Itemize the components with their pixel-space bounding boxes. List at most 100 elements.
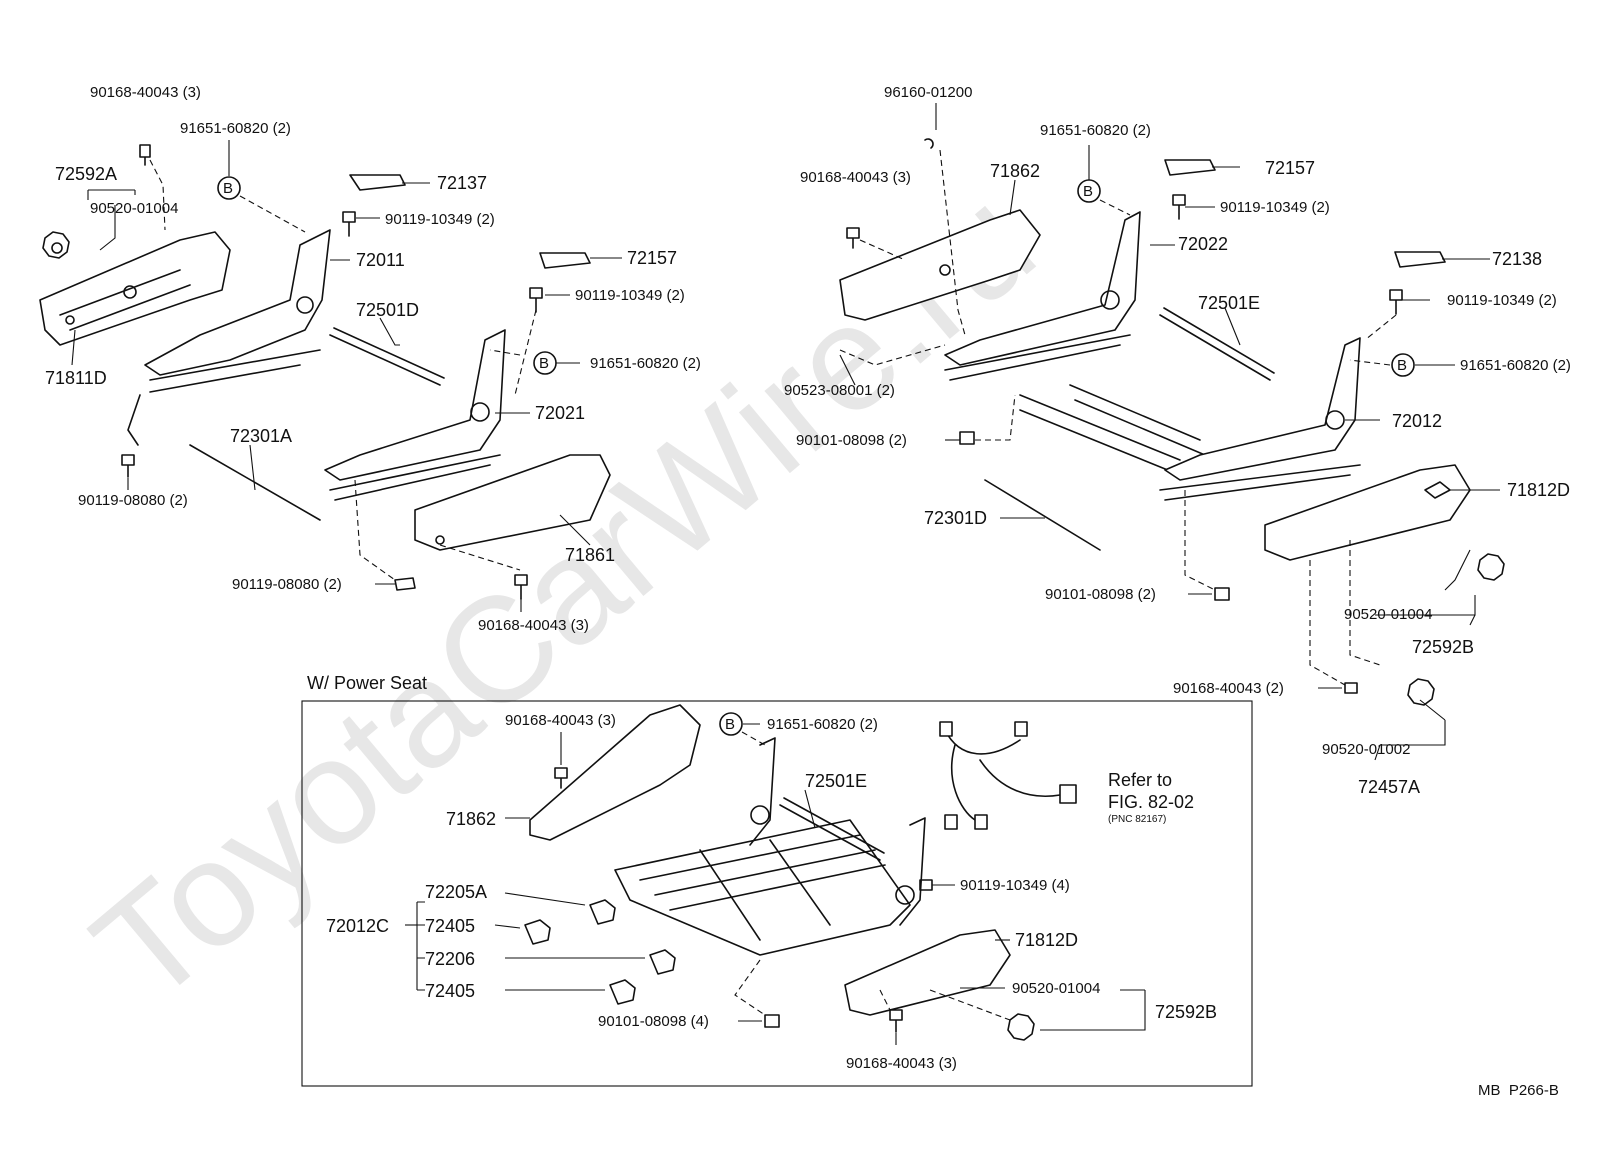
gearbox-72405-b [609, 979, 636, 1005]
cover-71862 [839, 209, 1041, 321]
clip-72137 [349, 174, 406, 191]
label-90168-40043-bottom: 90168-40043 (3) [478, 617, 589, 634]
label-72157-right: 72157 [1265, 158, 1315, 178]
clip-72138 [1394, 251, 1446, 268]
cover-71862-inset [529, 704, 701, 841]
bolt-90119-inset [919, 879, 933, 891]
label-71862-right: 71862 [990, 161, 1040, 181]
bolt-90119-a [342, 211, 356, 237]
mark-b-1-text: B [223, 180, 233, 197]
label-72137: 72137 [437, 173, 487, 193]
label-90168-40043-top: 90168-40043 (3) [90, 84, 201, 101]
label-72206: 72206 [425, 949, 475, 969]
mark-b-2-text: B [539, 355, 549, 372]
label-91651-60820-right2: 91651-60820 (2) [1460, 357, 1571, 374]
label-72405-b: 72405 [425, 981, 475, 1001]
rod-72501e-inset [779, 797, 885, 861]
clip-72157-right [1164, 159, 1216, 176]
label-72592b-inset: 72592B [1155, 1002, 1217, 1022]
label-72501d: 72501D [356, 300, 419, 320]
cable-72301a [189, 444, 321, 521]
cover-71812d-right [1264, 464, 1471, 561]
cover-71812d-inset [844, 929, 1011, 1016]
label-90101-08098-a: 90101-08098 (2) [796, 432, 907, 449]
label-90168-40043-inset-top: 90168-40043 (3) [505, 712, 616, 729]
label-72301d: 72301D [924, 508, 987, 528]
mark-b-3-text: B [1083, 183, 1093, 200]
cover-71811d [39, 231, 231, 346]
label-71862-inset: 71862 [446, 809, 496, 829]
label-72205a: 72205A [425, 882, 487, 902]
right-seat-adjuster-group: 96160-01200 91651-60820 (2) 72157 90168-… [784, 84, 1571, 797]
bolt-90168-right [846, 227, 860, 249]
adjuster-72012 [1159, 337, 1361, 501]
label-72021: 72021 [535, 403, 585, 423]
label-72592a: 72592A [55, 164, 117, 184]
motor-72205a [589, 899, 616, 925]
rod-72501e [1159, 307, 1275, 381]
bolt-90168-bottom [514, 574, 528, 600]
label-90520-01004-left: 90520-01004 [90, 200, 178, 217]
gearbox-72405-a [524, 919, 551, 945]
label-90101-08098-b: 90101-08098 (2) [1045, 586, 1156, 603]
mark-b-1 [217, 176, 241, 200]
mark-b-4 [1391, 353, 1415, 377]
knob-72592b-right [1477, 553, 1505, 581]
knob-72592b-inset [1007, 1013, 1035, 1041]
bolt-90119-08080-a [121, 454, 135, 478]
bolt-90119-c [1172, 194, 1186, 220]
label-72405-a: 72405 [425, 916, 475, 936]
rod-72501d [329, 327, 445, 386]
label-71811d: 71811D [45, 368, 107, 388]
motor-72206 [649, 949, 676, 975]
bolt-90101-a [959, 431, 975, 445]
label-90168-40043-inset-bottom: 90168-40043 (3) [846, 1055, 957, 1072]
mark-b-5-text: B [725, 716, 735, 733]
label-71812d-inset: 71812D [1015, 930, 1078, 950]
label-90119-08080-a: 90119-08080 (2) [78, 492, 188, 509]
bolt-90101-inset [764, 1014, 780, 1028]
label-90119-10349-d: 90119-10349 (2) [1447, 292, 1557, 309]
bolt-90119-b [529, 287, 543, 313]
label-90119-10349-a: 90119-10349 (2) [385, 211, 495, 228]
bolt-90168-40043-2 [1344, 682, 1358, 694]
label-72592b-right: 72592B [1412, 637, 1474, 657]
adjuster-72021 [324, 329, 506, 501]
adjuster-72011 [127, 229, 331, 446]
knob-72592a [42, 231, 70, 259]
label-72138: 72138 [1492, 249, 1542, 269]
label-90520-01002: 90520-01002 [1322, 741, 1410, 758]
label-72012: 72012 [1392, 411, 1442, 431]
label-90119-08080-b: 90119-08080 (2) [232, 576, 342, 593]
bolt-90101-b [1214, 587, 1230, 601]
bolt-90168-inset-bottom [889, 1009, 903, 1033]
label-72501e-right: 72501E [1198, 293, 1260, 313]
label-71812d-right: 71812D [1507, 480, 1570, 500]
label-72301a: 72301A [230, 426, 292, 446]
label-90168-40043-right: 90168-40043 (3) [800, 169, 911, 186]
label-72012c: 72012C [326, 916, 389, 936]
frame-right [1019, 384, 1206, 476]
label-90119-10349-b: 90119-10349 (2) [575, 287, 685, 304]
knob-72457a [1407, 678, 1435, 706]
clip-96160 [924, 138, 934, 149]
label-90119-10349-c: 90119-10349 (2) [1220, 199, 1330, 216]
refer-note-line3: (PNC 82167) [1108, 814, 1166, 825]
label-90119-10349-inset: 90119-10349 (4) [960, 877, 1070, 894]
mark-b-5 [719, 712, 743, 736]
wire-harness [939, 721, 1077, 830]
adjuster-72022 [944, 211, 1141, 381]
left-seat-adjuster-group: 90168-40043 (3) 91651-60820 (2) 72592A 9… [39, 84, 701, 634]
label-72011: 72011 [356, 250, 405, 270]
label-90101-08098-inset: 90101-08098 (4) [598, 1013, 709, 1030]
inset-title: W/ Power Seat [307, 673, 427, 693]
refer-note-line2[interactable]: FIG. 82-02 [1108, 792, 1194, 812]
bolt-90119-d [1389, 289, 1403, 315]
label-90520-01004-inset: 90520-01004 [1012, 980, 1100, 997]
label-72022: 72022 [1178, 234, 1228, 254]
label-71861: 71861 [565, 545, 615, 565]
cover-71861 [414, 454, 611, 551]
label-90523-08001: 90523-08001 (2) [784, 382, 895, 399]
power-seat-inset: W/ Power Seat [301, 673, 1253, 1087]
